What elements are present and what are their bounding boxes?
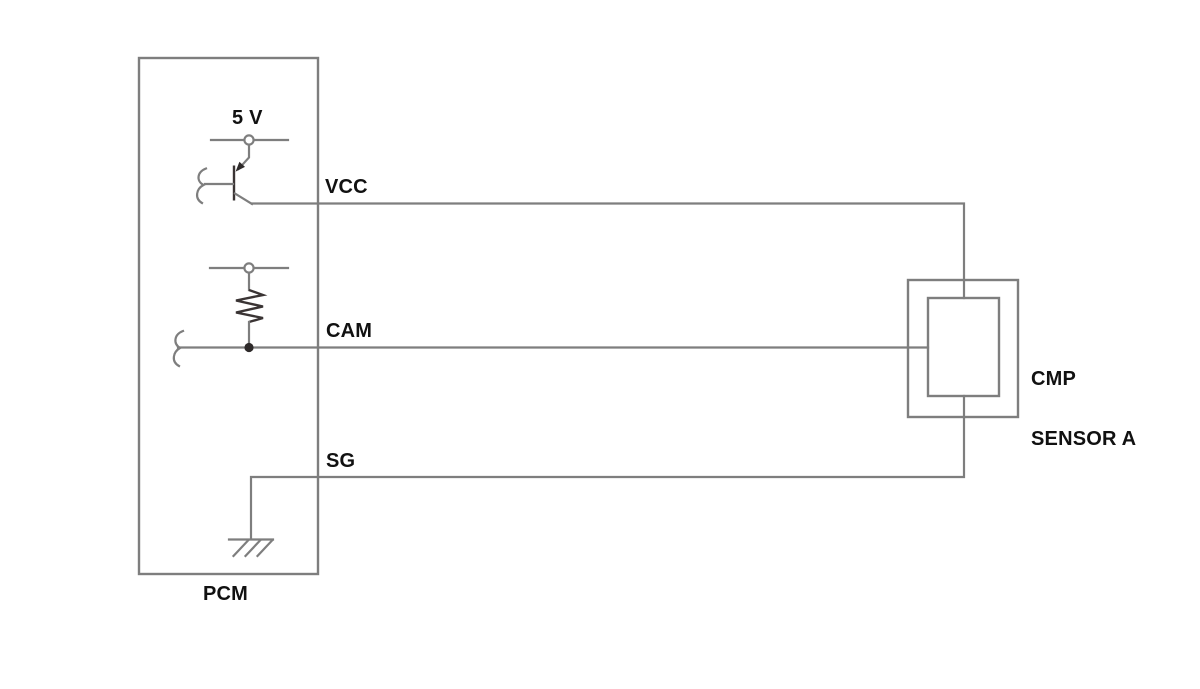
power-terminal-icon bbox=[209, 134, 290, 146]
pcm-box bbox=[137, 56, 320, 576]
sensor-label: CMP SENSOR A bbox=[1031, 329, 1136, 489]
pnp-transistor-icon bbox=[203, 143, 254, 206]
power-terminal-icon bbox=[208, 262, 290, 274]
supply-voltage-label: 5 V bbox=[232, 107, 263, 129]
cam-label: CAM bbox=[326, 320, 373, 342]
pullup-resistor-icon bbox=[235, 288, 268, 324]
sg-wire bbox=[249, 394, 966, 540]
junction-dot-icon bbox=[244, 342, 254, 353]
vcc-label: VCC bbox=[325, 176, 368, 198]
pcm-label: PCM bbox=[203, 583, 249, 605]
sg-label: SG bbox=[326, 450, 356, 472]
chassis-ground-icon bbox=[227, 538, 275, 558]
sensor-inner-box bbox=[926, 296, 1001, 398]
vcc-wire bbox=[250, 202, 966, 300]
sensor-label-line2: SENSOR A bbox=[1031, 428, 1137, 450]
sensor-outer-box bbox=[906, 278, 1020, 419]
wire-break-squiggle-icon bbox=[172, 329, 185, 368]
wire-break-squiggle-icon bbox=[196, 167, 208, 205]
sensor-label-line1: CMP bbox=[1031, 368, 1077, 390]
emitter-arrow-icon bbox=[235, 161, 245, 172]
